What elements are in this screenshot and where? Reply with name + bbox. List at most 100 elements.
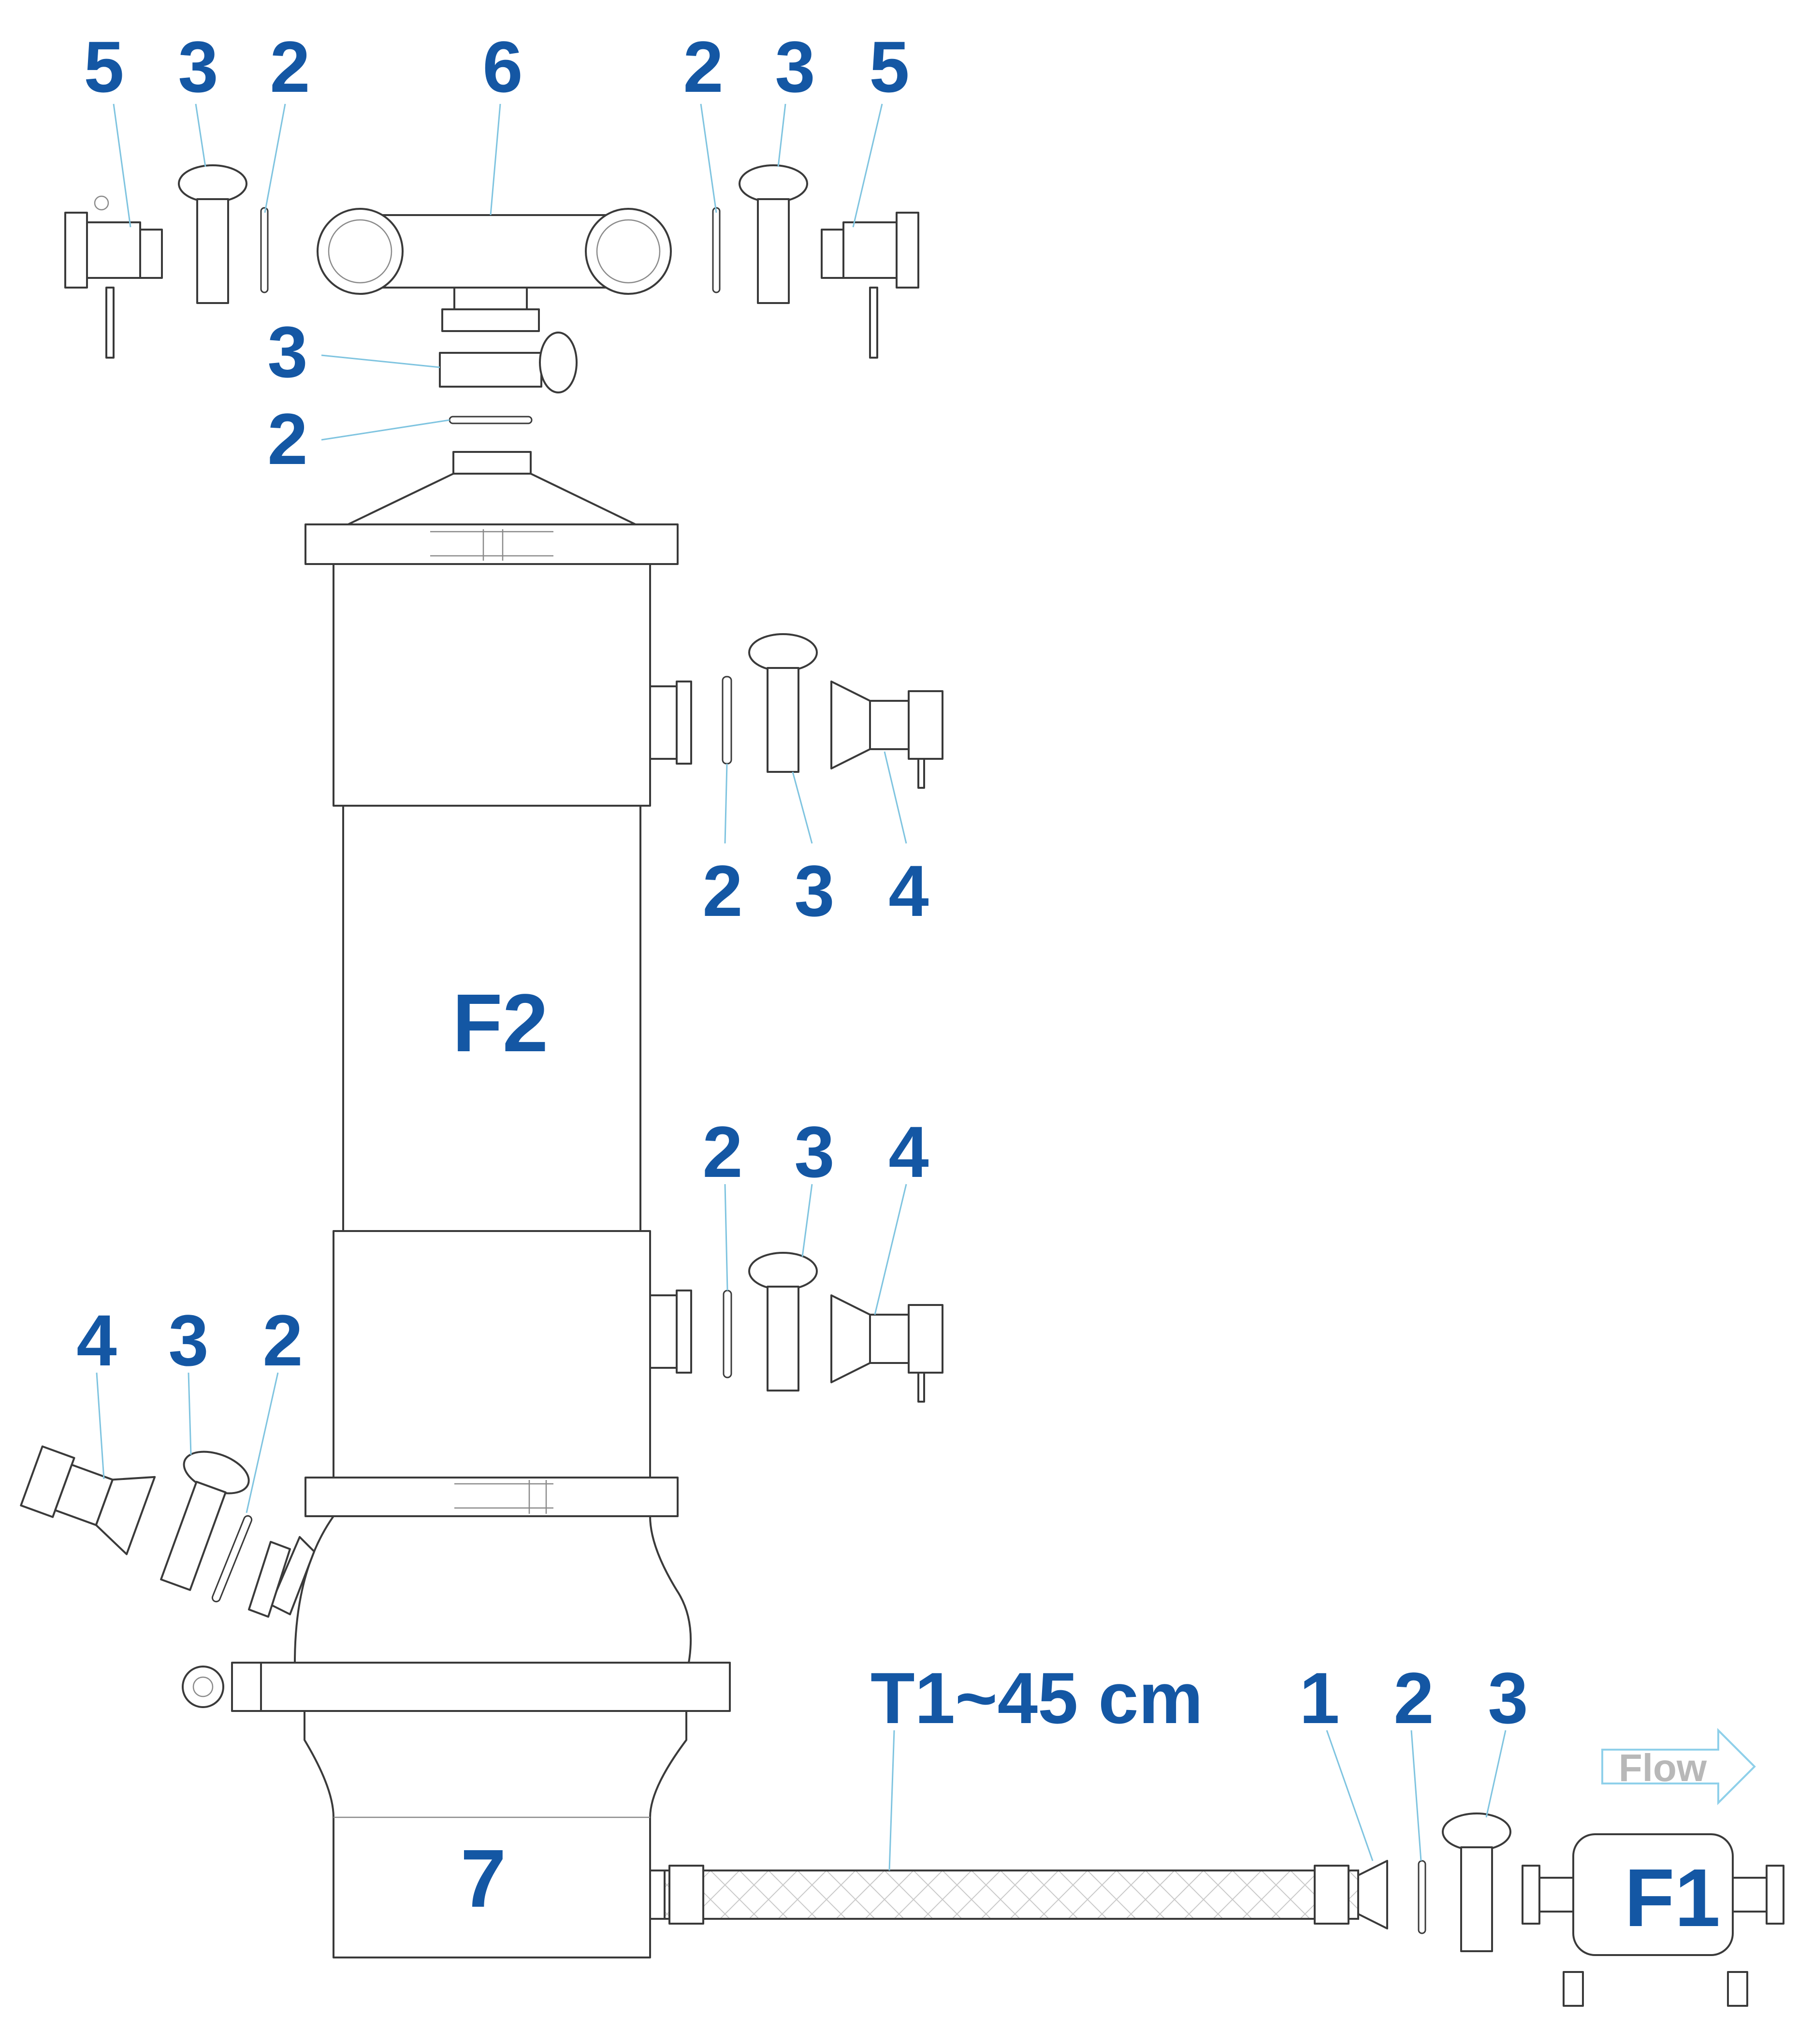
leader-lines	[96, 103, 1507, 1871]
coupler-body-right	[842, 221, 898, 279]
valve-stem-right	[757, 198, 790, 304]
callout-bottom-left-2: 2	[262, 1300, 303, 1381]
callout-top-left-3: 3	[178, 26, 218, 107]
tee-branch-ferrule	[441, 308, 540, 332]
upper-valve-handle	[748, 633, 818, 672]
f1-inlet-stub	[1538, 1877, 1574, 1913]
clamp-knob	[182, 1666, 224, 1708]
top-cone	[347, 473, 637, 525]
callout-outlet-2: 2	[1393, 1657, 1434, 1739]
callout-top-left-2: 2	[270, 26, 310, 107]
f1-outlet-ferrule	[1766, 1865, 1784, 1925]
top-flange	[305, 523, 679, 565]
flow-label: Flow	[1619, 1746, 1707, 1789]
valve-handle-left	[178, 164, 247, 203]
callout-top-right-2: 2	[683, 26, 723, 107]
hose-t1	[649, 1860, 1388, 1929]
upper-side-coupler-4	[830, 681, 943, 789]
upper-port-ferrule	[676, 681, 692, 765]
callout-lower-side-3: 3	[794, 1111, 834, 1192]
f1-drain-right	[1727, 1971, 1748, 2007]
upper-port-stub	[649, 685, 678, 760]
gasket-top-right-2	[712, 207, 721, 293]
bottom-left-valve-3	[160, 1450, 250, 1591]
lower-body	[333, 1230, 651, 1479]
upper-body	[333, 563, 651, 807]
bowl	[294, 1515, 692, 1664]
f1-drain-left	[1563, 1971, 1584, 2007]
callout-upper-side-2: 2	[702, 850, 742, 931]
coupler-housing-left	[64, 212, 88, 289]
callout-top-right-3: 3	[775, 26, 815, 107]
outlet-valve-stem	[1460, 1846, 1493, 1952]
callout-top-center-3: 3	[267, 311, 307, 392]
lower-port-ferrule	[676, 1290, 692, 1374]
clamp-band	[250, 1662, 731, 1712]
upper-coupler-cone	[830, 681, 871, 769]
coupler-lever-right	[869, 287, 878, 359]
center-valve-handle	[539, 332, 578, 393]
vessel-f2	[182, 451, 731, 1958]
callout-top-6: 6	[482, 26, 522, 107]
middle-body	[342, 805, 641, 1232]
callout-vessel-f2: F2	[452, 977, 548, 1069]
hose-outlet-ferrule	[1357, 1860, 1388, 1929]
upper-side-valve-3	[748, 633, 818, 773]
callout-filter-f1: F1	[1624, 1852, 1720, 1944]
tee-6	[317, 208, 672, 332]
callout-lower-side-4: 4	[888, 1111, 928, 1192]
upper-coupler-housing	[908, 690, 943, 760]
base-7	[304, 1710, 687, 1958]
gasket-upper-side-2	[722, 676, 732, 765]
bottom-left-coupler-4	[20, 1445, 156, 1555]
coupler-ferrule-right	[821, 229, 844, 279]
lower-side-valve-3	[748, 1252, 818, 1392]
callout-upper-side-3: 3	[794, 850, 834, 931]
coupler-body-left	[86, 221, 141, 279]
lower-port-stub	[649, 1294, 678, 1369]
lower-side-port	[649, 1290, 692, 1374]
tee-right-end	[585, 208, 672, 295]
lower-coupler-cone	[830, 1294, 871, 1383]
hose-end-right	[1314, 1865, 1349, 1925]
filter-f1	[1522, 1833, 1784, 2007]
callout-top-right-5: 5	[869, 26, 909, 107]
callout-outlet-3: 3	[1488, 1657, 1528, 1739]
top-ferrule	[452, 451, 532, 475]
gasket-outlet-2	[1418, 1860, 1426, 1934]
callout-bottom-left-4: 4	[76, 1300, 116, 1381]
callout-outlet-1: 1	[1299, 1657, 1339, 1739]
coupler-ferrule-left	[139, 229, 163, 279]
hose-inlet-nut	[649, 1870, 666, 1920]
callout-top-center-2: 2	[267, 398, 307, 479]
outlet-valve-handle	[1442, 1812, 1511, 1851]
coupler-lever-left	[105, 287, 115, 359]
upper-side-port	[649, 681, 692, 765]
callout-hose-t1: T1~45 cm	[870, 1657, 1203, 1739]
bl-valve-stem	[160, 1480, 227, 1591]
hose-end-left	[668, 1865, 704, 1925]
gasket-bottom-left-2	[211, 1515, 253, 1603]
f1-inlet-ferrule	[1522, 1865, 1540, 1925]
center-valve-3	[439, 332, 578, 393]
callout-labels: 5 3 2 6 2 3 5 3 2 2 3 4 F2 2 3 4 4 3 2 T…	[76, 26, 1720, 1944]
lower-valve-stem	[767, 1286, 799, 1392]
callout-bottom-left-3: 3	[168, 1300, 208, 1381]
hose-braid	[664, 1870, 1359, 1920]
bl-coupler-cone	[95, 1476, 156, 1555]
clamp-body	[231, 1662, 262, 1712]
top-left-fitting-5	[64, 195, 163, 359]
callout-base-7: 7	[461, 1833, 507, 1925]
coupler-housing-right	[896, 212, 919, 289]
callout-lower-side-2: 2	[702, 1111, 742, 1192]
upper-valve-stem	[767, 667, 799, 773]
callout-top-left-5: 5	[84, 26, 124, 107]
lower-side-coupler-4	[830, 1294, 943, 1403]
gasket-top-left-2	[260, 207, 269, 293]
tee-left-end	[317, 208, 404, 295]
tee-branch	[453, 287, 528, 310]
lower-coupler-housing	[908, 1304, 943, 1374]
top-left-valve-3	[178, 164, 247, 304]
gasket-center-2	[449, 416, 533, 424]
